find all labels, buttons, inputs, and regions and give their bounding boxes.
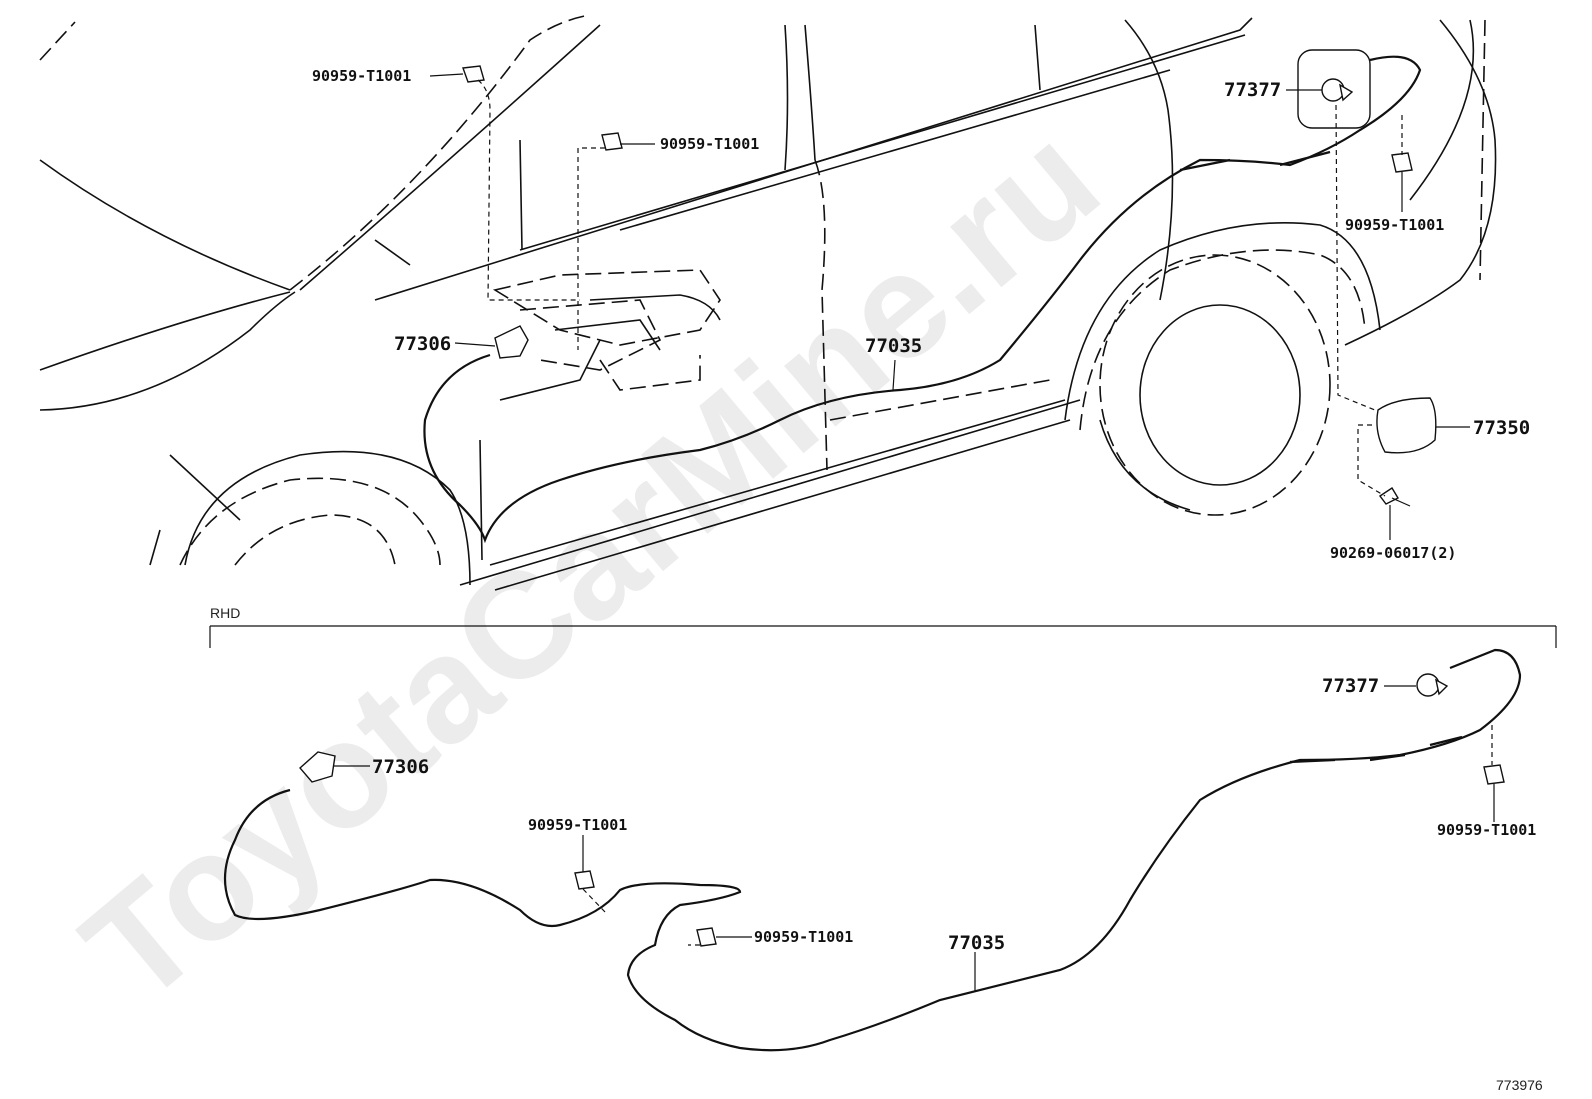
lower-guide-lines	[582, 725, 1493, 946]
callout-cable-77035: 77035	[865, 335, 922, 357]
callout-clip-90959-t1001: 90959-T1001	[754, 928, 853, 946]
rhd-bracket	[209, 625, 1557, 648]
callout-lock-control-77377: 77377	[1224, 79, 1281, 101]
figure-id: 773976	[1496, 1077, 1543, 1093]
callout-clip-90959-t1001: 90959-T1001	[660, 135, 759, 153]
cable-route-upper	[423, 55, 1422, 544]
clip-icon	[574, 870, 595, 890]
callout-clip-90959-t1001: 90959-T1001	[1437, 821, 1536, 839]
clip-icon	[462, 65, 485, 83]
screw-icon	[1378, 487, 1411, 507]
rhd-label: RHD	[210, 605, 240, 621]
clip-icon	[1391, 152, 1413, 173]
vehicle-body-outline	[39, 14, 1497, 591]
clip-icon	[601, 132, 623, 151]
lever-icon	[299, 751, 336, 783]
upper-leaders	[429, 73, 1470, 540]
clip-icon	[1483, 764, 1505, 785]
upper-guide-lines	[477, 79, 1403, 497]
callout-lever-77306: 77306	[372, 756, 429, 778]
callout-cable-77035: 77035	[948, 932, 1005, 954]
watermark: ToyotaCarMine.ru	[53, 93, 1129, 1034]
lever-icon	[494, 325, 529, 359]
callout-lock-control-77377: 77377	[1322, 675, 1379, 697]
callout-clip-90959-t1001: 90959-T1001	[528, 816, 627, 834]
callout-lever-77306: 77306	[394, 333, 451, 355]
lock-control-icon	[1416, 673, 1449, 697]
callout-fuel-lid-77350: 77350	[1473, 417, 1530, 439]
cable-route-lower	[223, 648, 1522, 1052]
callout-clip-90959-t1001: 90959-T1001	[312, 67, 411, 85]
clip-icon	[696, 927, 717, 947]
callout-screw-90269-06017: 90269-06017(2)	[1330, 544, 1456, 562]
callout-clip-90959-t1001: 90959-T1001	[1345, 216, 1444, 234]
fuel-lid-icon	[1376, 397, 1437, 454]
lower-leaders	[334, 685, 1495, 992]
